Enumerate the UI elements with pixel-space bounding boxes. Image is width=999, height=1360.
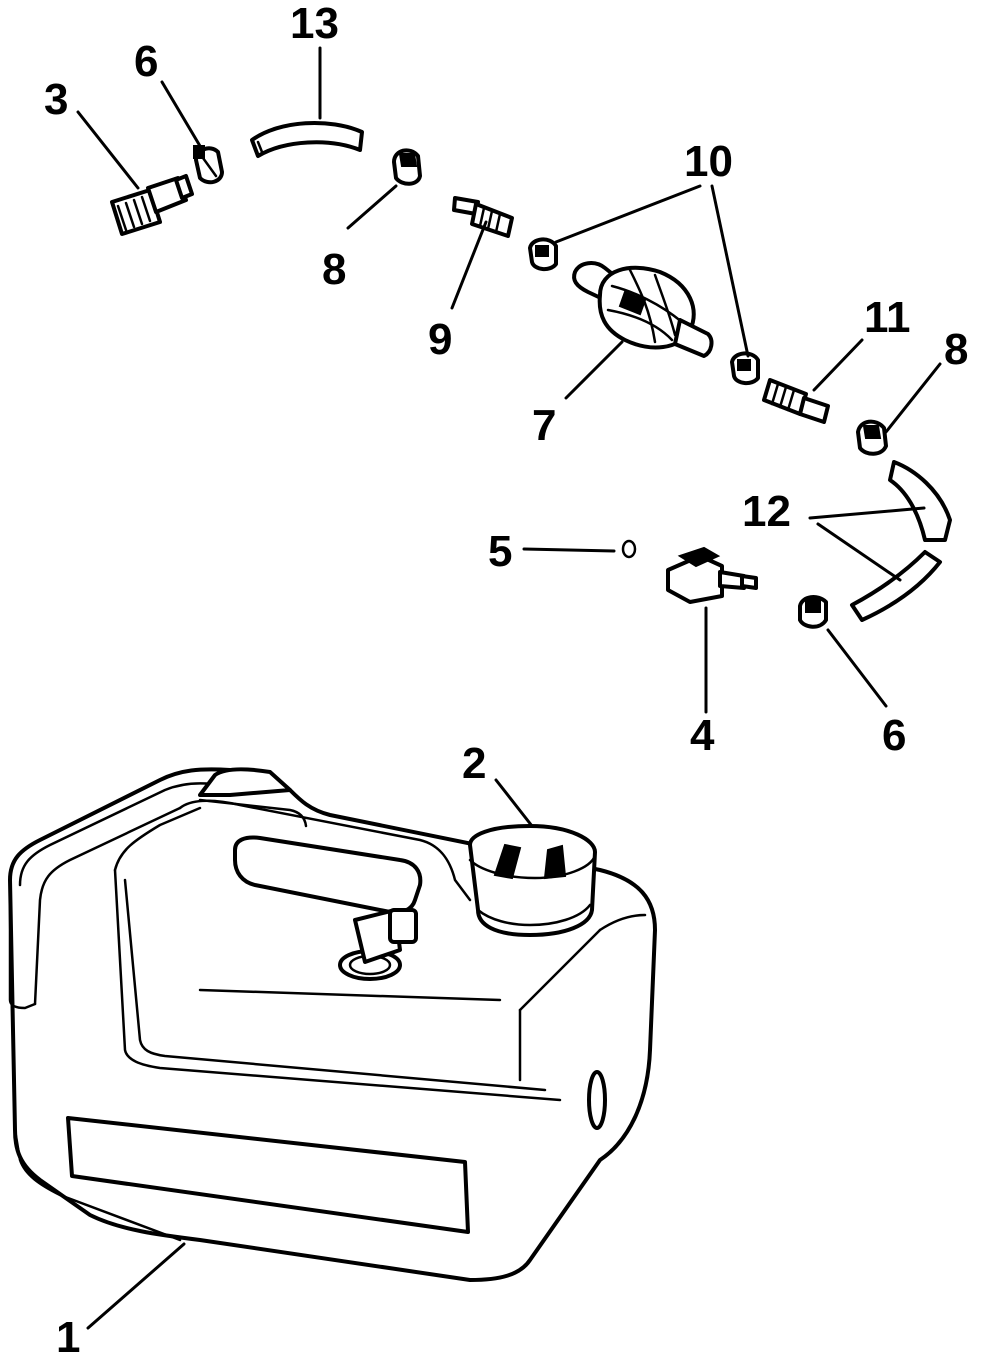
callout-13: 13 bbox=[290, 0, 339, 48]
fuel-hose-lower bbox=[850, 460, 952, 622]
callout-2: 2 bbox=[462, 739, 486, 788]
hose-clamp-8-upper bbox=[392, 148, 422, 186]
fuel-hose-upper bbox=[250, 121, 364, 158]
callout-7: 7 bbox=[532, 401, 556, 450]
hose-clamp-upper bbox=[193, 145, 224, 185]
primer-bulb bbox=[572, 261, 714, 358]
callout-11: 11 bbox=[864, 293, 911, 342]
hose-clamp-10-right bbox=[730, 351, 760, 385]
fuel-connector bbox=[666, 546, 758, 604]
callout-labels: 1 2 3 4 5 6 6 7 8 8 9 10 11 12 13 bbox=[44, 0, 968, 1360]
fitting bbox=[110, 174, 194, 236]
hose-clamp-lower bbox=[798, 595, 828, 629]
callout-6-upper: 6 bbox=[134, 37, 158, 86]
callout-12: 12 bbox=[742, 487, 791, 536]
hose-clamp-10-left bbox=[528, 237, 558, 271]
fuel-tank bbox=[8, 767, 657, 1282]
callout-1: 1 bbox=[56, 1313, 80, 1360]
callout-8-upper: 8 bbox=[322, 245, 346, 294]
fitting-11 bbox=[762, 378, 830, 424]
callout-5: 5 bbox=[488, 527, 512, 576]
o-ring bbox=[621, 539, 637, 559]
callout-6-lower: 6 bbox=[882, 711, 906, 760]
callout-9: 9 bbox=[428, 315, 452, 364]
callout-4: 4 bbox=[690, 711, 715, 760]
fitting-9 bbox=[452, 196, 514, 238]
leader-lines bbox=[76, 46, 942, 1330]
callout-10: 10 bbox=[684, 137, 733, 186]
callout-8-lower: 8 bbox=[944, 325, 968, 374]
callout-3: 3 bbox=[44, 75, 68, 124]
hose-clamp-8-lower bbox=[856, 419, 888, 456]
